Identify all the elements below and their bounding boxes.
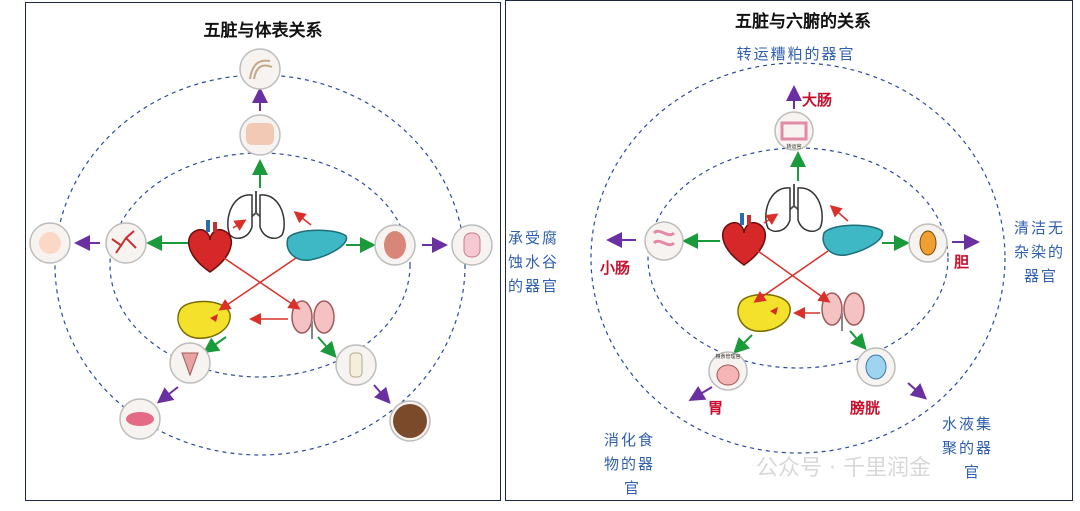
small-intestine-function-2: 蚀水谷	[508, 253, 559, 271]
inner-ring-right	[647, 147, 949, 369]
green-arrows-right	[682, 151, 910, 354]
stomach-label: 胃	[708, 399, 723, 417]
bladder-function-3: 官	[964, 463, 981, 481]
lungs-icon-right	[765, 184, 823, 233]
right-diagram: 五脏与六腑的关系 转运官	[508, 11, 1065, 497]
bladder-function-2: 聚的器	[942, 439, 993, 457]
lungs-icon	[227, 191, 285, 240]
spleen-icon	[177, 300, 231, 339]
outer-ring-right	[590, 62, 1006, 454]
left-diagram: 五脏与体表关系	[29, 20, 493, 456]
inner-ring	[109, 152, 411, 378]
watermark: 公众号 · 千里润金	[756, 456, 931, 481]
left-panel: 五脏与体表关系	[25, 2, 501, 501]
heart-icon-right	[721, 213, 767, 266]
gallbladder-function-1: 清洁无	[1014, 219, 1065, 237]
stomach-function-1: 消化食	[604, 431, 655, 449]
purple-arrows	[74, 87, 448, 405]
liver-icon-right	[822, 224, 884, 256]
spleen-icon-right	[737, 293, 791, 332]
heart-icon	[187, 220, 233, 273]
large-intestine-function: 转运糟粕的器官	[736, 45, 855, 63]
small-intestine-label: 小肠	[600, 259, 630, 277]
small-intestine-icon	[644, 221, 684, 261]
large-intestine-label: 大肠	[802, 91, 832, 109]
stomach-function-3: 官	[624, 479, 641, 497]
gallbladder-function-3: 器官	[1024, 267, 1058, 285]
stomach-badge: 粮食管理官	[715, 353, 740, 360]
gallbladder-function-2: 杂染的	[1014, 243, 1065, 261]
green-arrows	[146, 159, 376, 358]
right-title: 五脏与六腑的关系	[735, 11, 871, 32]
right-panel: 五脏与六腑的关系 转运官	[505, 0, 1073, 501]
inner-arrows	[218, 211, 312, 325]
bladder-function-1: 水液集	[942, 415, 993, 433]
kidneys-icon	[291, 300, 335, 339]
liver-icon	[286, 229, 348, 261]
stomach-function-2: 物的器	[604, 455, 655, 473]
left-title: 五脏与体表关系	[204, 20, 323, 41]
bladder-label: 膀胱	[850, 399, 880, 417]
small-intestine-function-1: 承受腐	[508, 229, 559, 247]
hair-icon	[239, 48, 281, 90]
purple-arrows-right	[606, 85, 980, 402]
kidneys-icon-right	[821, 292, 865, 331]
large-intestine-badge: 转运官	[786, 143, 801, 150]
small-intestine-function-3: 的器官	[508, 277, 559, 295]
gallbladder-label: 胆	[954, 253, 969, 271]
inner-arrows-right	[753, 205, 849, 319]
vessel-icon	[105, 222, 147, 264]
